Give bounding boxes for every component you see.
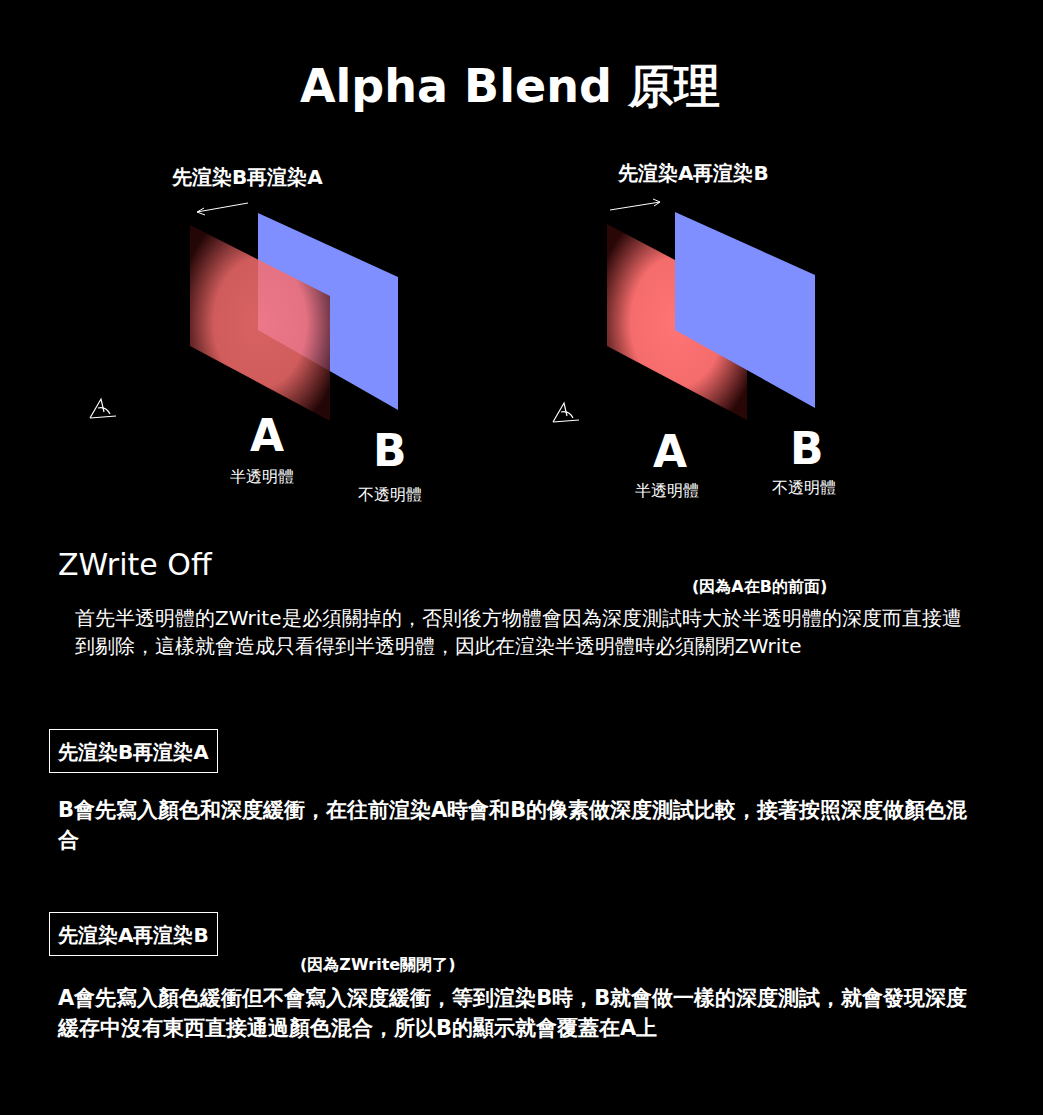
arrow-head <box>653 199 660 206</box>
plane-letter: B <box>373 425 407 476</box>
eye-symbol <box>90 399 116 418</box>
plane-letter: A <box>653 426 687 477</box>
body-paragraph: B會先寫入顏色和深度緩衝，在往前渲染A時會和B的像素做深度測試比較，接著按照深度… <box>58 795 978 855</box>
plane-letter: B <box>790 423 824 474</box>
side-note: (因為A在B的前面) <box>692 577 827 598</box>
box-label: 先渲染A再渲染B <box>58 923 209 947</box>
body-paragraph: 首先半透明體的ZWrite是必須關掉的，否則後方物體會因為深度測試時大於半透明體… <box>75 604 975 660</box>
plane-caption: 不透明體 <box>772 478 836 499</box>
direction-arrow <box>610 202 660 210</box>
scene-heading: 先渲染B再渲染A <box>172 164 323 191</box>
box-label: 先渲染B再渲染A <box>58 740 209 764</box>
plane-letter: A <box>250 410 284 461</box>
body-paragraph: A會先寫入顏色緩衝但不會寫入深度緩衝，等到渲染B時，B就會做一樣的深度測試，就會… <box>58 983 978 1043</box>
step-box: 先渲染A再渲染B <box>49 912 218 956</box>
arrow-head <box>197 208 205 215</box>
plane-caption: 半透明體 <box>230 467 294 488</box>
diagram-title: Alpha Blend 原理 <box>300 56 720 118</box>
plane-caption: 不透明體 <box>358 485 422 506</box>
direction-arrow <box>197 203 248 212</box>
side-note: (因為ZWrite關閉了) <box>300 955 455 976</box>
step-box: 先渲染B再渲染A <box>49 729 218 773</box>
eye-symbol <box>553 403 579 422</box>
transparent-plane <box>190 225 330 421</box>
plane-caption: 半透明體 <box>635 481 699 502</box>
section-heading: ZWrite Off <box>58 547 212 582</box>
scene-heading: 先渲染A再渲染B <box>618 160 769 187</box>
opaque-plane <box>675 212 815 408</box>
